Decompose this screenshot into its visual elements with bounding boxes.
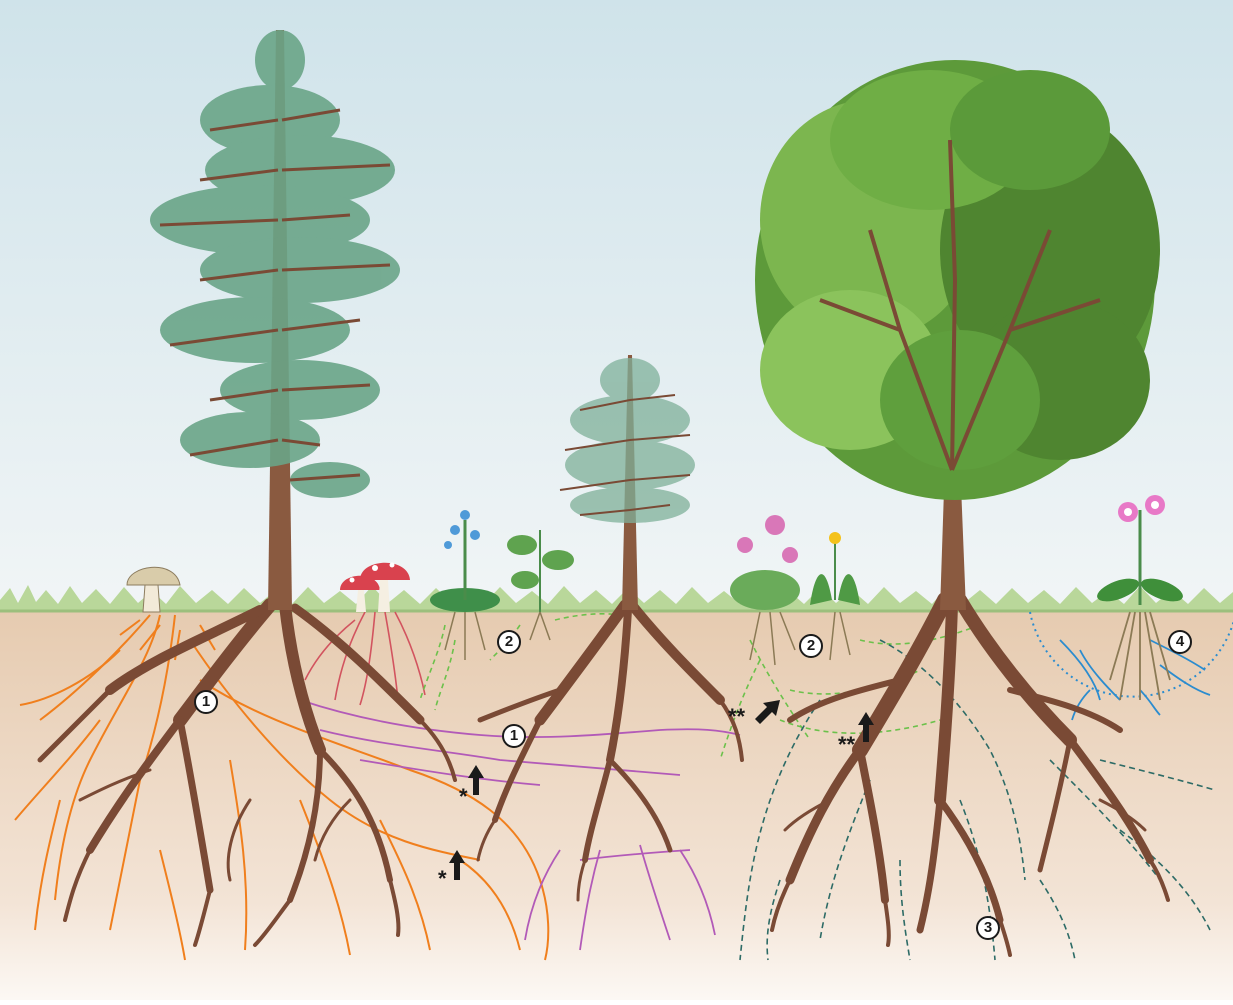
double-asterisk-marker-1: ** [728, 706, 745, 728]
callout-2-left: 2 [497, 630, 521, 654]
callout-1-middle: 1 [502, 724, 526, 748]
single-asterisk-marker-1: * [459, 786, 468, 808]
single-asterisk-marker-2: * [438, 868, 447, 890]
callout-1-left: 1 [194, 690, 218, 714]
callout-4: 4 [1168, 630, 1192, 654]
double-asterisk-marker-2: ** [838, 734, 855, 756]
soil [0, 610, 1233, 1000]
callout-3: 3 [976, 916, 1000, 940]
callout-2-right: 2 [799, 634, 823, 658]
